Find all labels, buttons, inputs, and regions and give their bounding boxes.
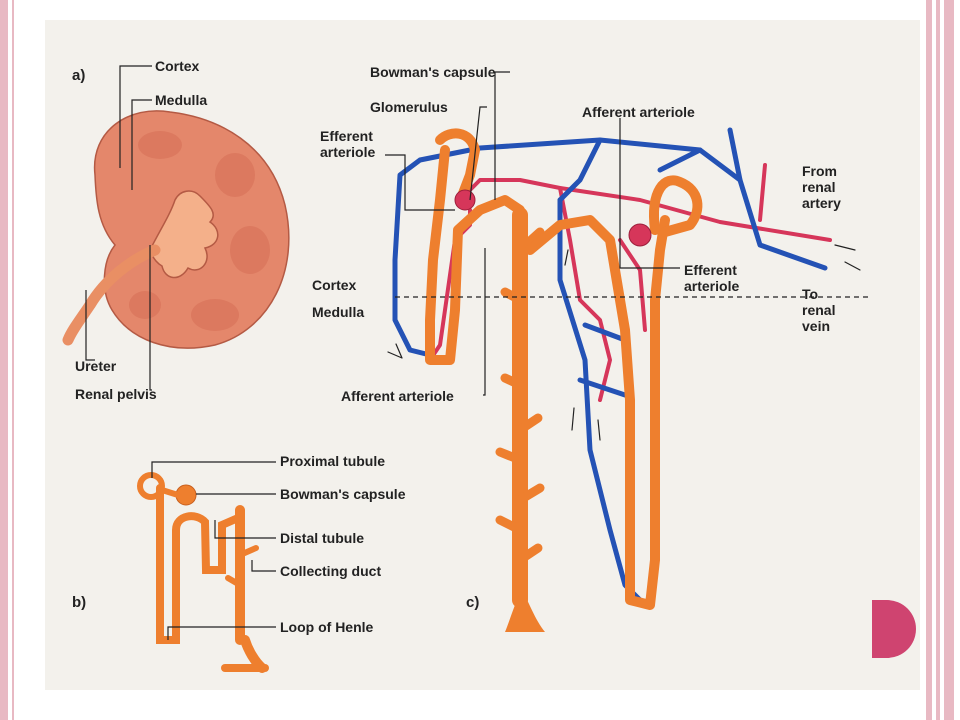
panel-b-leader-lines [151,461,276,640]
label-c-bowmans-capsule: Bowman's capsule [370,64,496,80]
label-afferent-arteriole-bottom: Afferent arteriole [341,388,454,404]
label-efferent-arteriole-right: Efferent arteriole [684,262,740,294]
label-glomerulus: Glomerulus [370,99,448,115]
simple-nephron-illustration [137,472,269,673]
panel-a-id: a) [72,67,86,84]
label-from-renal-artery: From renal artery [802,163,841,211]
label-distal-tubule: Distal tubule [280,530,365,546]
label-renal-pelvis: Renal pelvis [75,386,157,402]
label-b-bowmans-capsule: Bowman's capsule [280,486,406,502]
label-a-cortex: Cortex [155,58,200,74]
panel-a-leader-lines [85,65,152,391]
label-ureter: Ureter [75,358,117,374]
slide-frame-left [0,0,8,720]
panel-c-leader-lines [385,71,680,396]
label-c-cortex: Cortex [312,277,357,293]
label-c-medulla: Medulla [312,304,365,320]
panel-c-id: c) [466,594,480,611]
label-afferent-arteriole-top: Afferent arteriole [582,104,695,120]
label-a-medulla: Medulla [155,92,208,108]
label-to-renal-vein: To renal vein [802,286,836,334]
label-loop-of-henle: Loop of Henle [280,619,374,635]
slide-frame-right [920,0,960,720]
detailed-nephron-illustration [387,127,861,632]
label-proximal-tubule: Proximal tubule [280,453,386,469]
label-efferent-arteriole-left: Efferent arteriole [320,128,376,160]
label-collecting-duct: Collecting duct [280,563,382,579]
panel-b-id: b) [72,594,87,611]
slide-frame-left-line [12,0,14,720]
kidney-illustration [62,110,290,349]
